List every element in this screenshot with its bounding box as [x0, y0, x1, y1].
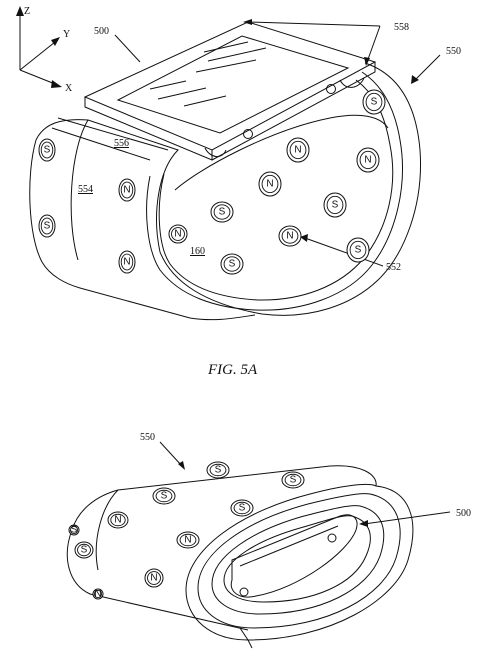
fig5a-device — [29, 19, 441, 321]
fig5b-labels: 550 500 — [140, 432, 471, 519]
svg-text:N: N — [123, 185, 130, 196]
magnet-south-icon: S — [210, 201, 234, 223]
svg-text:N: N — [286, 231, 293, 242]
svg-text:S: S — [371, 97, 378, 108]
magnet-north-icon: N — [144, 568, 164, 588]
svg-text:N: N — [150, 573, 157, 584]
magnet-south-icon: S — [38, 214, 56, 238]
ref-552: 552 — [386, 262, 401, 273]
magnet-north-icon: N — [258, 171, 282, 197]
svg-text:N: N — [184, 535, 191, 546]
svg-text:S: S — [81, 545, 88, 556]
svg-text:N: N — [94, 589, 101, 600]
svg-text:S: S — [290, 475, 297, 486]
fig5a-labels: 500 558 550 556 554 160 552 — [78, 22, 461, 273]
axis-z-label: Z — [24, 6, 30, 17]
axis-y-label: Y — [63, 29, 70, 40]
magnet-south-icon: S — [206, 461, 230, 479]
magnet-north-icon: N — [286, 137, 310, 163]
fig5a-magnets: S N N S S N S N S N S N S N — [38, 89, 386, 275]
magnet-south-icon: S — [230, 499, 254, 517]
svg-text:S: S — [239, 503, 246, 514]
svg-text:S: S — [44, 221, 51, 232]
fig5b-device — [66, 441, 451, 649]
ref-558: 558 — [394, 22, 409, 33]
magnet-north-icon: N — [356, 147, 380, 173]
magnet-south-icon: S — [38, 138, 56, 162]
magnet-south-icon: S — [281, 471, 305, 489]
magnet-north-icon: N — [92, 588, 104, 600]
magnet-south-icon: S — [346, 237, 370, 263]
svg-text:N: N — [364, 155, 371, 166]
magnet-south-icon: S — [323, 192, 347, 218]
magnet-north-icon: N — [168, 224, 188, 244]
axis-x-label: X — [65, 83, 73, 94]
svg-text:N: N — [123, 257, 130, 268]
svg-text:S: S — [71, 525, 78, 536]
svg-text:N: N — [266, 179, 273, 190]
magnet-south-icon: S — [74, 541, 94, 559]
magnet-south-icon: S — [220, 253, 244, 275]
magnet-south-icon: S — [362, 89, 386, 115]
ref-500-bottom: 500 — [456, 508, 471, 519]
ref-556: 556 — [114, 138, 129, 149]
axis-triad: Z Y X — [16, 6, 73, 94]
svg-text:S: S — [332, 200, 339, 211]
svg-text:N: N — [114, 515, 121, 526]
svg-text:S: S — [219, 207, 226, 218]
svg-text:N: N — [294, 145, 301, 156]
magnet-north-icon: N — [118, 178, 136, 202]
svg-text:N: N — [174, 229, 181, 240]
svg-text:S: S — [161, 491, 168, 502]
svg-text:S: S — [229, 259, 236, 270]
magnet-north-icon: N — [278, 225, 302, 247]
magnet-north-icon: N — [107, 511, 129, 529]
magnet-north-icon: N — [176, 531, 200, 549]
svg-text:S: S — [355, 245, 362, 256]
magnet-south-icon: S — [152, 487, 176, 505]
ref-550-top: 550 — [446, 46, 461, 57]
ref-554: 554 — [78, 184, 93, 195]
svg-text:S: S — [215, 465, 222, 476]
magnet-north-icon: N — [118, 250, 136, 274]
svg-text:S: S — [44, 145, 51, 156]
ref-550-bottom: 550 — [140, 432, 155, 443]
ref-500-top: 500 — [94, 26, 109, 37]
figure-caption-5a: FIG. 5A — [207, 362, 258, 378]
ref-160: 160 — [190, 246, 205, 257]
magnet-south-icon: S — [68, 524, 80, 536]
